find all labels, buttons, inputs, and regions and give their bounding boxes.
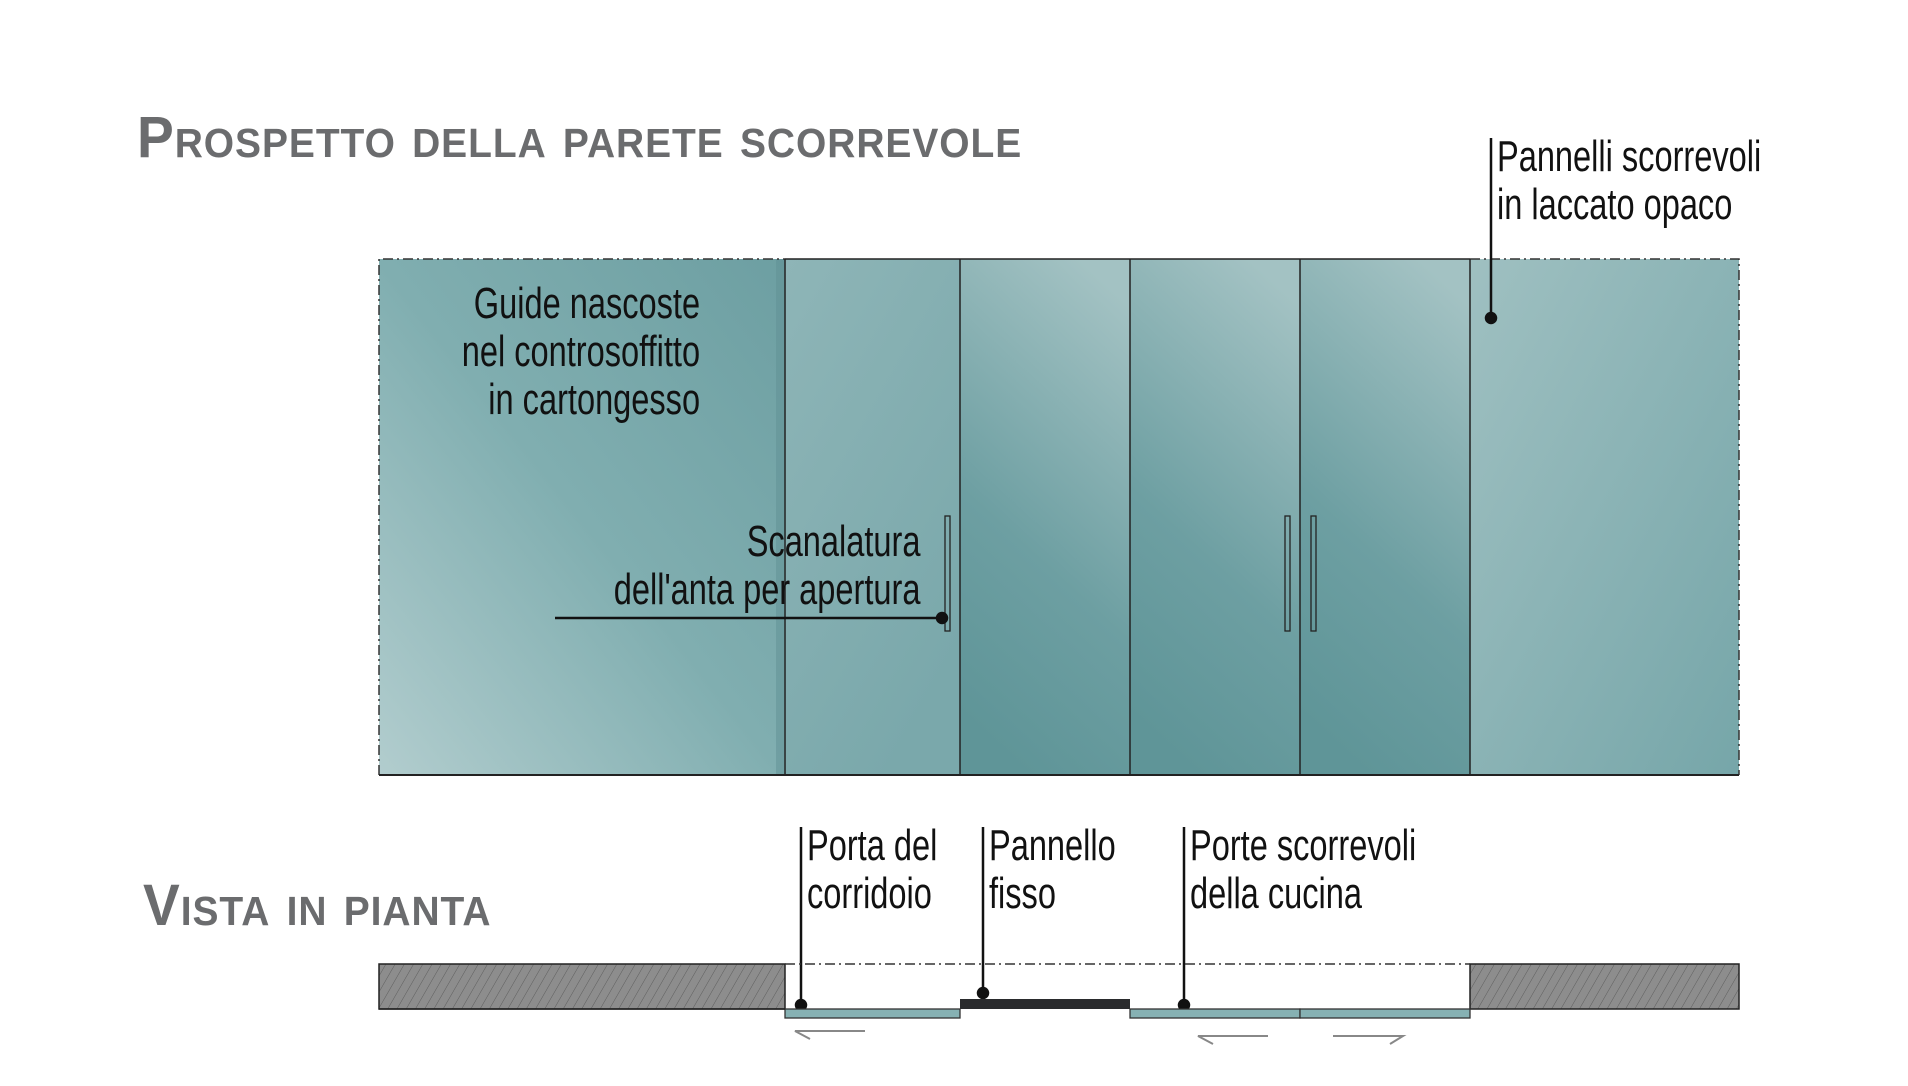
door-panel-1 (785, 259, 960, 775)
handle-groove-2 (1284, 515, 1291, 632)
plan-title: Vista in pianta (143, 873, 492, 938)
wall-left (378, 963, 786, 1010)
door-panel-3 (1130, 259, 1300, 775)
right-fixed-area (1470, 259, 1739, 775)
plan-view (378, 963, 1740, 1045)
label-line: dell'anta per apertura (613, 565, 920, 614)
plan-corridor-door (784, 1008, 961, 1019)
door-panel-4 (1300, 259, 1470, 775)
label-line: in laccato opaco (1497, 180, 1733, 229)
guides-label: Guide nascoste nel controsoffitto in car… (462, 280, 700, 424)
left-fixed-area (379, 259, 785, 775)
slide-arrow-icon (1333, 1035, 1407, 1045)
handle-groove-1 (944, 515, 951, 632)
groove-label: Scanalatura dell'anta per apertura (613, 518, 920, 614)
label-line: fisso (989, 869, 1056, 918)
slide-arrow-icon (794, 1030, 865, 1040)
plan-kitchen-door-2 (1299, 1008, 1471, 1019)
label-line: Pannello (989, 821, 1116, 870)
panel-dividers (784, 259, 1471, 775)
elevation-title: Prospetto della parete scorrevole (137, 105, 1023, 170)
label-line: Pannelli scorrevoli (1497, 132, 1762, 181)
plan-fixed-panel (960, 999, 1130, 1009)
label-line: Guide nascoste (473, 279, 700, 328)
elevation-wall (378, 258, 1740, 776)
label-line: in cartongesso (488, 375, 700, 424)
kitchen-doors-label: Porte scorrevoli della cucina (1190, 822, 1416, 918)
label-line: Porte scorrevoli (1190, 821, 1417, 870)
label-line: Scanalatura (746, 517, 920, 566)
plan-kitchen-door-1 (1129, 1008, 1301, 1019)
label-line: nel controsoffitto (461, 327, 700, 376)
slide-arrow-icon (1197, 1035, 1268, 1045)
fixed-panel-label: Pannello fisso (989, 822, 1116, 918)
wall-right (1469, 963, 1740, 1010)
panels-label: Pannelli scorrevoli in laccato opaco (1497, 133, 1761, 229)
handle-groove-3 (1310, 515, 1317, 632)
label-line: della cucina (1190, 869, 1362, 918)
label-line: corridoio (807, 869, 932, 918)
door-panel-2 (960, 259, 1130, 775)
corridor-door-label: Porta del corridoio (807, 822, 937, 918)
label-line: Porta del (807, 821, 938, 870)
